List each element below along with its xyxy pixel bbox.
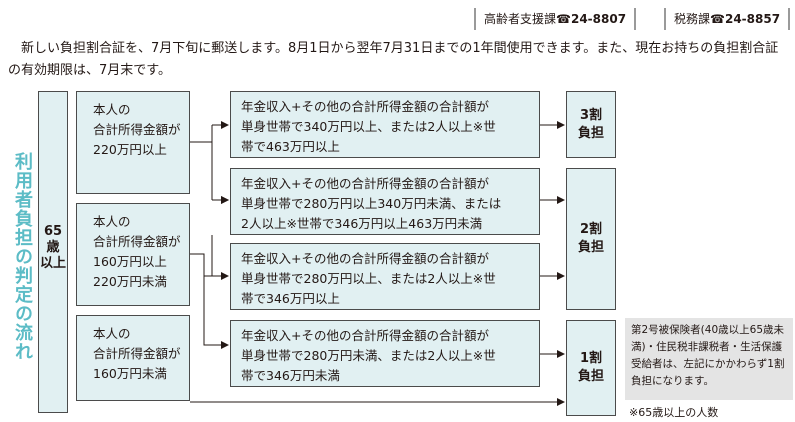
flow-title: 利用者負担の判定の流れ	[12, 152, 33, 361]
income-box-low: 本人の 合計所得金額が 160万円未満	[76, 315, 190, 401]
income-box-high: 本人の 合計所得金額が 220万円以上	[76, 91, 190, 194]
ratio-box-10: 1割 負担	[566, 320, 616, 416]
connector-high	[190, 124, 228, 200]
condition-box-1: 年金収入+その他の合計所得金額の合計額が 単身世帯で340万円以上、または2人以…	[230, 91, 540, 158]
age-label: 65 歳 以上	[39, 224, 66, 271]
phone-icon: ☎	[556, 12, 571, 26]
dept-label: 税務課	[674, 12, 711, 26]
condition-box-4: 年金収入+その他の合計所得金額の合計額が 単身世帯で280万円未満、または2人以…	[230, 320, 540, 387]
condition-box-3: 年金収入+その他の合計所得金額の合計額が 単身世帯で280万円以上、または2人以…	[230, 243, 540, 310]
phone-icon: ☎	[710, 12, 725, 26]
connector-middle	[190, 253, 229, 349]
footnote: ※65歳以上の人数	[629, 406, 719, 419]
contact-elderly-support: 高齢者支援課☎24-8807	[474, 8, 637, 30]
income-box-middle: 本人の 合計所得金額が 160万円以上 220万円未満	[76, 203, 190, 306]
ratio-box-30: 3割 負担	[566, 91, 616, 158]
contact-tax: 税務課☎24-8857	[664, 8, 791, 30]
age-box: 65 歳 以上	[38, 91, 68, 413]
dept-label: 高齢者支援課	[484, 12, 557, 26]
exception-note: 第2号被保険者(40歳以上65歳未満)・住民税非課税者・生活保護受給者は、左記に…	[625, 318, 793, 400]
intro-text: 新しい負担割合証を、7月下旬に郵送します。8月1日から翌年7月31日までの1年間…	[8, 41, 779, 78]
phone-number: 24-8857	[724, 12, 781, 26]
ratio-box-20: 2割 負担	[566, 168, 616, 310]
phone-number: 24-8807	[570, 12, 627, 26]
condition-box-2: 年金収入+その他の合計所得金額の合計額が 単身世帯で280万円以上340万円未満…	[230, 168, 540, 235]
